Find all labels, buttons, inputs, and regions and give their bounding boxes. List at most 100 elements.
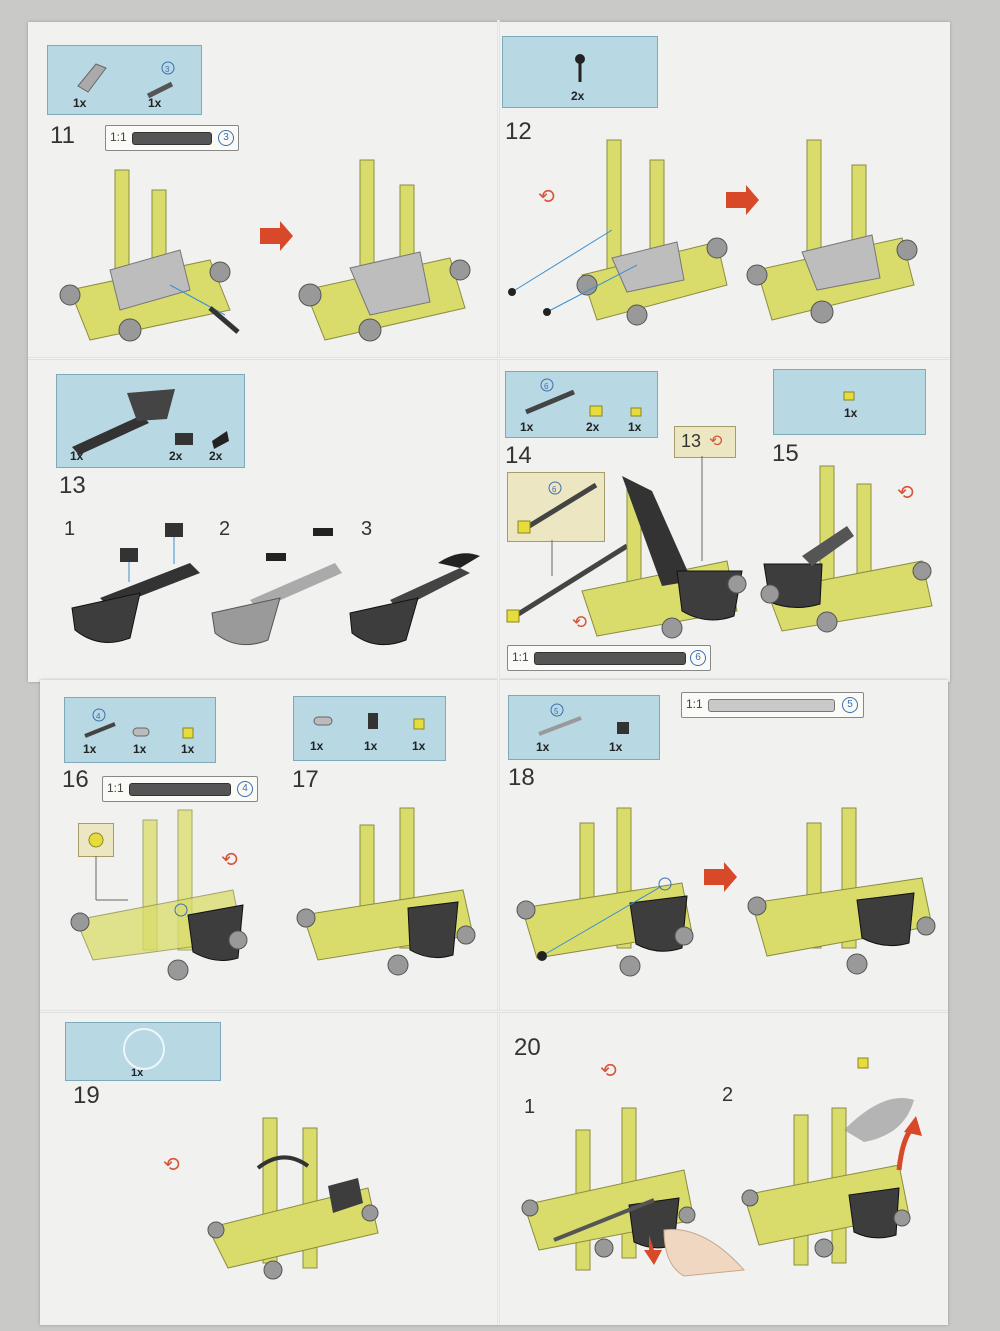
parts-list: 3 1x 1x — [47, 45, 202, 115]
scale-ruler: 1:1 5 — [681, 692, 864, 718]
fold-line-vertical — [497, 20, 500, 1325]
axle-length — [132, 132, 212, 145]
part-count: 1x — [628, 420, 642, 434]
scale-label: 1:1 — [110, 130, 127, 144]
step-12-panel: 2x 12 ⟲ — [502, 30, 947, 350]
step-number: 16 — [62, 766, 89, 793]
step-number: 14 — [505, 442, 532, 469]
step-15-parts-list: 1x — [773, 369, 926, 435]
step-number: 19 — [73, 1082, 100, 1109]
part-icons — [313, 713, 425, 730]
step-20-panel: 20 ⟲ 1 2 — [504, 1020, 946, 1320]
parts-list: 1x 2x 2x — [56, 374, 245, 468]
step-13-panel: 1x 2x 2x 13 1 2 3 — [40, 368, 490, 668]
axle-with-bush-icon: 6 — [517, 481, 598, 534]
step-number: 13 — [59, 472, 86, 499]
scale-label: 1:1 — [512, 650, 529, 664]
substep-number: 2 — [219, 518, 231, 540]
scale-ruler: 1:1 6 — [507, 645, 711, 671]
part-ref: 6 — [690, 650, 706, 666]
part-detail-callout — [78, 823, 114, 857]
part-count: 1x — [181, 742, 195, 756]
scale-label: 1:1 — [686, 697, 703, 711]
model-illustration — [59, 159, 471, 342]
arrow-right-icon — [704, 862, 737, 892]
part-icons: 4 — [84, 708, 194, 739]
model-illustration — [70, 807, 476, 981]
step-number: 18 — [508, 764, 535, 791]
model-illustration: ⟲ — [506, 456, 747, 639]
rotate-icon: ⟲ — [163, 1154, 180, 1176]
part-ref: 5 — [842, 697, 858, 713]
part-count: 1x — [844, 406, 858, 420]
svg-text:6: 6 — [552, 485, 557, 494]
sub-assembly-callout: 13 ⟲ — [674, 426, 736, 458]
part-count: 2x — [571, 89, 585, 103]
part-icons — [72, 389, 229, 455]
step-number: 20 — [514, 1034, 541, 1061]
step-number: 12 — [505, 118, 532, 145]
model-illustration — [516, 807, 936, 977]
model-illustration — [508, 139, 918, 326]
part-count: 1x — [536, 740, 550, 754]
arrow-up-icon — [904, 1116, 922, 1136]
model-illustration — [207, 1117, 379, 1280]
part-count: 1x — [412, 739, 426, 753]
parts-list: 5 1x 1x — [508, 695, 660, 760]
step-17-number: 17 — [292, 766, 319, 793]
step-19-panel: 1x 19 ⟲ — [58, 1018, 490, 1318]
scale-ruler: 1:1 4 — [102, 776, 258, 802]
substep-number: 2 — [722, 1084, 734, 1106]
rotate-icon: ⟲ — [572, 612, 587, 633]
step-number: 11 — [50, 122, 75, 149]
part-count: 1x — [73, 96, 87, 110]
rotate-icon: ⟲ — [600, 1060, 617, 1082]
svg-text:3: 3 — [165, 65, 170, 74]
parts-list: 4 1x 1x 1x — [64, 697, 216, 763]
part-count: 1x — [310, 739, 324, 753]
part-icons: 3 — [77, 61, 175, 99]
scale-ruler: 1:1 3 — [105, 125, 239, 151]
part-count: 1x — [609, 740, 623, 754]
bush-icon — [843, 391, 855, 401]
bush-icon — [88, 832, 104, 848]
step-14-panel: 6 1x 2x 1x 14 13 ⟲ 6 ⟲ 1:1 6 — [502, 366, 947, 676]
part-icons: 5 — [538, 703, 629, 736]
substep-number: 1 — [524, 1096, 536, 1118]
parts-list: 2x — [502, 36, 658, 108]
part-ref: 3 — [218, 130, 234, 146]
part-count: 1x — [133, 742, 147, 756]
part-count: 1x — [520, 420, 534, 434]
rotate-icon: ⟲ — [221, 849, 238, 871]
rotate-icon: ⟲ — [709, 433, 723, 450]
step-11-panel: 3 1x 1x 11 1:1 3 — [40, 40, 490, 350]
part-count: 2x — [586, 420, 600, 434]
part-count: 1x — [70, 449, 84, 463]
axle-length — [129, 783, 231, 796]
part-count: 1x — [364, 739, 378, 753]
step-16-panel: 4 1x 1x 1x 16 1:1 4 ⟲ — [48, 690, 493, 1002]
part-count: 2x — [169, 449, 183, 463]
arrow-down-icon — [644, 1235, 662, 1265]
axle-length — [534, 652, 686, 665]
parts-list: 1x — [65, 1022, 221, 1081]
step-15-model-illustration — [760, 465, 933, 633]
rotate-icon: ⟲ — [538, 186, 555, 208]
scale-label: 1:1 — [107, 781, 124, 795]
substep-number: 1 — [64, 518, 76, 540]
svg-text:4: 4 — [96, 712, 101, 721]
svg-text:6: 6 — [544, 382, 549, 391]
fold-line-horizontal-1 — [28, 357, 950, 360]
model-illustration — [521, 1057, 922, 1277]
substep-number: 3 — [361, 518, 373, 540]
hand-icon — [663, 1229, 746, 1277]
fold-line-horizontal-2 — [40, 1010, 948, 1013]
part-icons: 6 — [525, 378, 642, 417]
step-17-parts-list: 1x 1x 1x — [293, 696, 446, 761]
part-detail-callout: 6 — [507, 472, 605, 542]
part-count: 1x — [148, 96, 162, 110]
bucket-assembly-illustration — [71, 523, 480, 646]
svg-text:5: 5 — [554, 707, 559, 716]
step-18-panel: 5 1x 1x 1:1 5 18 — [502, 688, 947, 1002]
part-ref: 4 — [237, 781, 253, 797]
